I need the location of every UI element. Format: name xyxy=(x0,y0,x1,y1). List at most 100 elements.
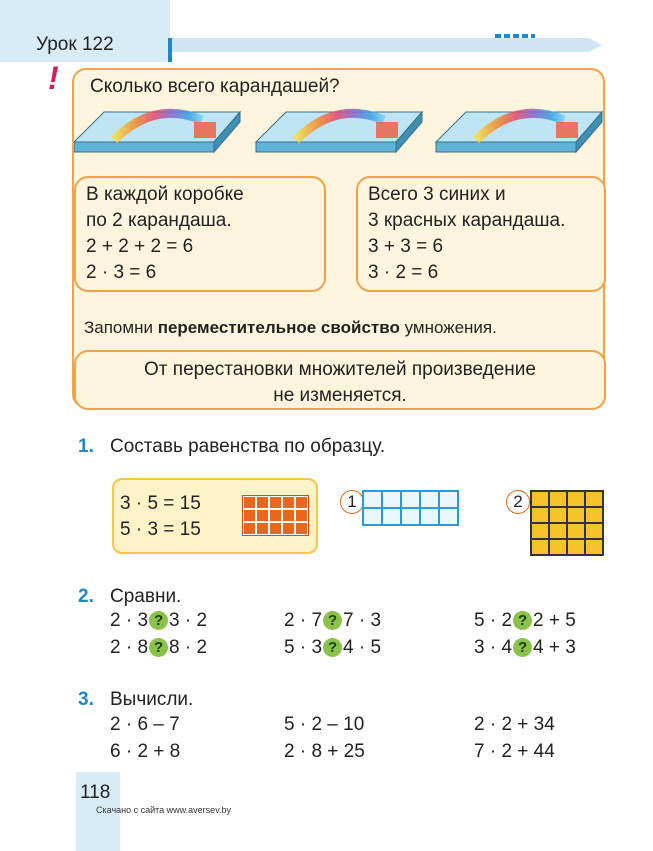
expression: 6 · 2 + 8 xyxy=(110,741,181,762)
grid-cell xyxy=(531,523,549,539)
grid-number-badge: 2 xyxy=(506,490,530,514)
explanation-box-left: В каждой коробке по 2 карандаша. 2 + 2 +… xyxy=(74,176,326,292)
task1-number: 1. xyxy=(78,436,94,457)
box-right-line: Всего 3 синих и xyxy=(368,184,506,205)
grid-cell xyxy=(295,509,308,522)
grid-cell xyxy=(439,491,458,508)
grid-cell xyxy=(282,509,295,522)
grid-cell xyxy=(439,508,458,525)
grid-cell xyxy=(269,509,282,522)
grid-cell xyxy=(295,496,308,509)
task1-title: Составь равенства по образцу. xyxy=(110,436,386,457)
compare-item: 2 · 7?7 · 3 xyxy=(284,610,381,632)
pencil-boxes-illustration xyxy=(74,108,604,154)
remember-prefix: Запомни xyxy=(84,318,158,337)
compare-right: 2 + 5 xyxy=(533,610,576,631)
task2-title: Сравни. xyxy=(110,586,182,607)
compare-left: 3 · 4 xyxy=(474,637,513,658)
grid-cell xyxy=(401,491,420,508)
grid-cell xyxy=(585,491,603,507)
header-bar xyxy=(172,38,602,52)
lesson-tab xyxy=(0,0,170,62)
lesson-title: Урок 122 xyxy=(36,34,114,55)
grid-yellow xyxy=(530,490,604,556)
grid-cell xyxy=(282,496,295,509)
compare-item: 5 · 2?2 + 5 xyxy=(474,610,576,632)
grid-cell xyxy=(269,496,282,509)
explanation-box-right: Всего 3 синих и 3 красных карандаша. 3 +… xyxy=(356,176,606,292)
grid-cell xyxy=(531,539,549,555)
remember-text: Запомни переместительное свойство умноже… xyxy=(84,318,497,338)
expression: 2 · 8 + 25 xyxy=(284,741,365,762)
grid-cell xyxy=(295,522,308,535)
question-mark-icon[interactable]: ? xyxy=(149,611,169,631)
pencil-box-icon xyxy=(254,108,424,154)
task2-number: 2. xyxy=(78,586,94,607)
lesson-tab-edge xyxy=(168,38,172,62)
grid-cell xyxy=(243,509,256,522)
box-left-line: В каждой коробке xyxy=(86,184,244,205)
compare-left: 2 · 7 xyxy=(284,610,323,631)
expression: 5 · 2 – 10 xyxy=(284,714,365,735)
header-dots xyxy=(495,34,535,38)
question-mark-icon[interactable]: ? xyxy=(323,611,343,631)
grid-cell xyxy=(420,491,439,508)
watermark-text: Скачано с сайта www.aversev.by xyxy=(96,805,232,815)
box-left-line: 2 · 3 = 6 xyxy=(86,262,157,283)
box-right-line: 3 · 2 = 6 xyxy=(368,262,439,283)
rule-question: Сколько всего карандашей? xyxy=(90,76,340,97)
compare-right: 8 · 2 xyxy=(169,637,208,658)
grid-cell xyxy=(363,491,382,508)
example-grid-orange xyxy=(242,495,309,536)
example-line: 3 · 5 = 15 xyxy=(120,493,201,514)
box-right-line: 3 красных карандаша. xyxy=(368,210,566,231)
task3-number: 3. xyxy=(78,689,94,710)
grid-cell xyxy=(549,539,567,555)
example-line: 5 · 3 = 15 xyxy=(120,519,201,540)
box-left-line: 2 + 2 + 2 = 6 xyxy=(86,236,194,257)
grid-cell xyxy=(585,539,603,555)
grid-cell xyxy=(567,491,585,507)
rule-statement-line: не изменяется. xyxy=(273,385,407,406)
grid-cell xyxy=(243,522,256,535)
remember-suffix: умножения. xyxy=(399,318,497,337)
grid-cell xyxy=(243,496,256,509)
grid-number-badge: 1 xyxy=(340,490,364,514)
rule-statement-line: От перестановки множителей произведение xyxy=(144,359,536,380)
grid-cell xyxy=(567,523,585,539)
grid-cell xyxy=(549,523,567,539)
question-mark-icon[interactable]: ? xyxy=(513,611,533,631)
expression: 2 · 6 – 7 xyxy=(110,714,180,735)
task3-title: Вычисли. xyxy=(110,689,194,710)
grid-cell xyxy=(549,491,567,507)
question-mark-icon[interactable]: ? xyxy=(323,638,343,658)
rule-statement-box: От перестановки множителей произведение … xyxy=(74,350,606,410)
remember-bold: переместительное свойство xyxy=(157,318,400,337)
compare-right: 4 · 5 xyxy=(343,637,382,658)
pencil-box-icon xyxy=(74,108,242,154)
grid-cell xyxy=(256,522,269,535)
compare-item: 5 · 3?4 · 5 xyxy=(284,637,381,659)
compare-item: 2 · 3?3 · 2 xyxy=(110,610,207,632)
grid-cell xyxy=(382,491,401,508)
grid-cell xyxy=(382,508,401,525)
question-mark-icon[interactable]: ? xyxy=(513,638,533,658)
grid-cell xyxy=(585,507,603,523)
grid-cell xyxy=(256,509,269,522)
compare-left: 2 · 8 xyxy=(110,637,149,658)
grid-cell xyxy=(567,539,585,555)
expression: 7 · 2 + 44 xyxy=(474,741,555,762)
grid-cell xyxy=(401,508,420,525)
box-left-line: по 2 карандаша. xyxy=(86,210,232,231)
compare-right: 4 + 3 xyxy=(533,637,576,658)
grid-cell xyxy=(567,507,585,523)
exclamation-icon: ! xyxy=(48,60,59,96)
grid-cell xyxy=(549,507,567,523)
compare-left: 5 · 2 xyxy=(474,610,513,631)
compare-item: 3 · 4?4 + 3 xyxy=(474,637,576,659)
grid-cell xyxy=(256,496,269,509)
box-right-line: 3 + 3 = 6 xyxy=(368,236,444,257)
pencil-box-icon xyxy=(434,108,604,154)
grid-cell xyxy=(363,508,382,525)
question-mark-icon[interactable]: ? xyxy=(149,638,169,658)
